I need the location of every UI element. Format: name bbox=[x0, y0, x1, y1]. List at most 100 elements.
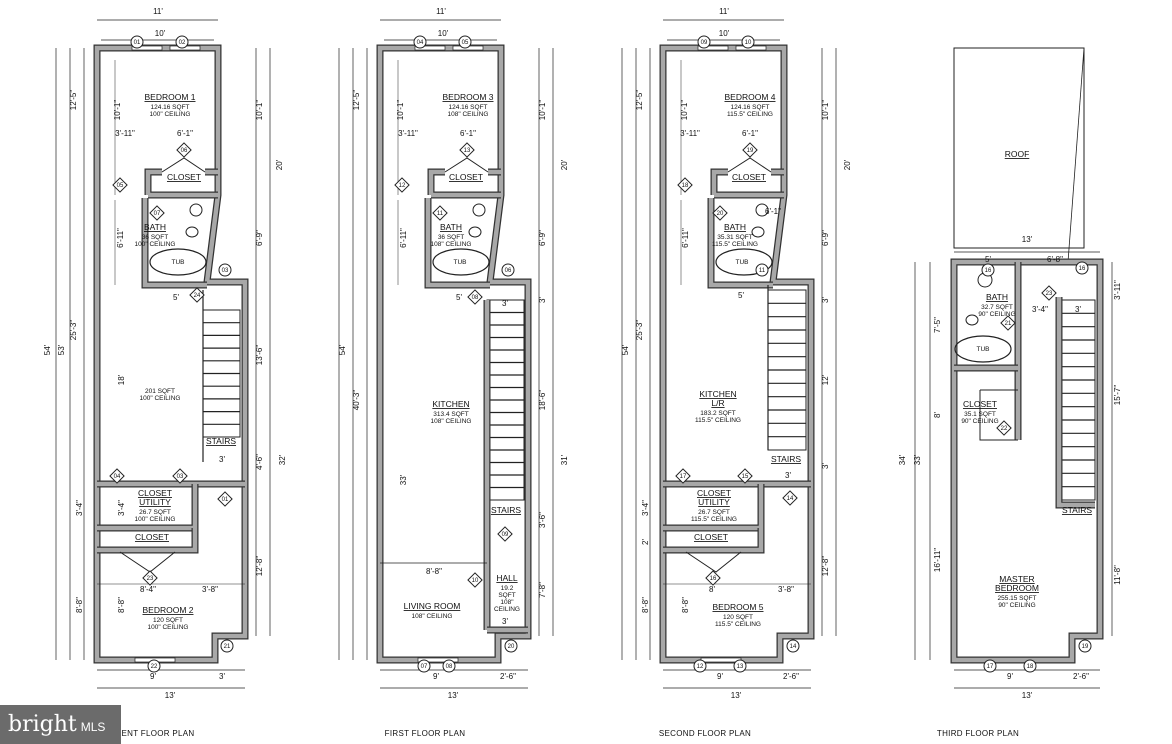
room-name: ROOF bbox=[1005, 149, 1030, 159]
dimension-label: 3' bbox=[821, 297, 830, 303]
room-detail: 115.5" CEILING bbox=[715, 621, 761, 628]
dimension-label: 18'-6" bbox=[538, 390, 547, 411]
room-detail: 90" CEILING bbox=[998, 602, 1035, 609]
closet-door bbox=[119, 551, 176, 573]
dimension-label: 11' bbox=[153, 7, 163, 16]
floor-plan-title: THIRD FLOOR PLAN bbox=[937, 729, 1019, 738]
tag-number: 08 bbox=[446, 664, 453, 670]
door-tag-icon bbox=[996, 420, 1012, 436]
door-tag-icon bbox=[742, 142, 758, 158]
tag-number: 05 bbox=[462, 40, 469, 46]
window-tag-icon bbox=[697, 35, 711, 49]
room-detail: 100" CEILING bbox=[135, 516, 176, 523]
tag-number: 23 bbox=[147, 576, 154, 582]
tag-number: 14 bbox=[787, 496, 794, 502]
tag-number: 07 bbox=[154, 211, 161, 217]
room-detail: 120 SQFT bbox=[723, 614, 753, 621]
window-tag-icon bbox=[1023, 659, 1037, 673]
dimension-label: 8'-8" bbox=[75, 597, 84, 613]
room-name: KITCHEN bbox=[432, 399, 469, 409]
dimension-label: 3'-6" bbox=[538, 512, 547, 528]
tag-number: 16 bbox=[1079, 266, 1086, 272]
dimension-label: 6'-1" bbox=[460, 129, 476, 138]
dimension-line bbox=[55, 48, 85, 660]
window-tag-icon bbox=[733, 659, 747, 673]
exterior-wall bbox=[376, 44, 532, 664]
room-detail: 19.2 bbox=[501, 585, 514, 592]
room-detail: 100" CEILING bbox=[150, 111, 191, 118]
room-detail: 108" CEILING bbox=[431, 418, 472, 425]
tag-number: 22 bbox=[151, 664, 158, 670]
door-tag-icon bbox=[149, 205, 165, 221]
tag-number: 04 bbox=[114, 474, 121, 480]
door-tag-icon bbox=[782, 490, 798, 506]
room-detail: 201 SQFT bbox=[145, 388, 175, 395]
door-tag-icon bbox=[176, 142, 192, 158]
room-detail: TUB bbox=[454, 259, 467, 266]
bright-mls-logo: bright MLS bbox=[0, 705, 121, 744]
tag-number: 09 bbox=[502, 532, 509, 538]
room-detail: 90" CEILING bbox=[978, 311, 1015, 318]
room-detail: 124.16 SQFT bbox=[730, 104, 769, 111]
dimension-label: 8'-8" bbox=[426, 567, 442, 576]
dimension-label: 10'-1" bbox=[538, 100, 547, 121]
stair-outline bbox=[1061, 299, 1096, 501]
dimension-label: 12'-5" bbox=[635, 90, 644, 111]
closet-outline bbox=[979, 389, 1018, 441]
interior-wall-fill bbox=[1056, 297, 1095, 508]
exterior-wall-fill bbox=[94, 45, 248, 663]
room-detail: TUB bbox=[172, 259, 185, 266]
dimension-label: 20' bbox=[843, 159, 852, 170]
tag-number: 21 bbox=[1005, 321, 1012, 327]
door-tag-icon bbox=[497, 526, 513, 542]
interior-wall-fill bbox=[663, 528, 764, 553]
tag-number: 01 bbox=[222, 497, 229, 503]
dimension-label: 25'-3" bbox=[635, 320, 644, 341]
room-detail: 100" CEILING bbox=[140, 395, 181, 402]
window-tag-icon bbox=[981, 263, 995, 277]
window bbox=[414, 45, 446, 51]
room-name: STAIRS bbox=[1062, 505, 1092, 515]
window-tag-icon bbox=[755, 263, 769, 277]
dimension-label: 33' bbox=[913, 454, 922, 465]
toilet-icon bbox=[965, 314, 979, 326]
dimension-label: 7'-8" bbox=[538, 582, 547, 598]
floor-plan-title: FIRST FLOOR PLAN bbox=[385, 729, 466, 738]
dimension-label: 18' bbox=[117, 374, 126, 385]
sink-icon bbox=[472, 203, 486, 217]
door-tag-icon bbox=[737, 468, 753, 484]
dimension-label: 13' bbox=[1022, 235, 1033, 244]
dimension-line bbox=[380, 19, 501, 41]
dimension-label: 54' bbox=[621, 344, 630, 355]
dimension-label: 34' bbox=[898, 454, 907, 465]
door-tag-icon bbox=[467, 289, 483, 305]
dimension-label: 20' bbox=[275, 159, 284, 170]
dimension-label: 31' bbox=[560, 454, 569, 465]
tag-number: 10 bbox=[472, 578, 479, 584]
door-tag-icon bbox=[432, 205, 448, 221]
dimension-label: 8'-8" bbox=[681, 597, 690, 613]
dimension-label: 10' bbox=[438, 29, 449, 38]
dimension-label: 6'-1" bbox=[765, 207, 781, 216]
room-name: CLOSET bbox=[963, 399, 997, 409]
tag-number: 16 bbox=[710, 576, 717, 582]
room-name: CLOSET bbox=[697, 488, 731, 498]
dimension-label: 6'-9" bbox=[538, 230, 547, 246]
dimension-label: 8'-8" bbox=[117, 597, 126, 613]
room-name: BATH bbox=[440, 222, 462, 232]
dimension-label: 8'-8" bbox=[641, 597, 650, 613]
tag-number: 16 bbox=[985, 268, 992, 274]
tag-number: 18 bbox=[1027, 664, 1034, 670]
room-name: BATH bbox=[986, 292, 1008, 302]
dimension-label: 8' bbox=[933, 412, 942, 418]
closet-door bbox=[444, 157, 489, 173]
door-tag-icon bbox=[109, 468, 125, 484]
window-tag-icon bbox=[130, 35, 144, 49]
tag-number: 10 bbox=[745, 40, 752, 46]
room-name: BEDROOM 2 bbox=[142, 605, 193, 615]
tag-number: 17 bbox=[987, 664, 994, 670]
room-name: CLOSET bbox=[167, 172, 201, 182]
